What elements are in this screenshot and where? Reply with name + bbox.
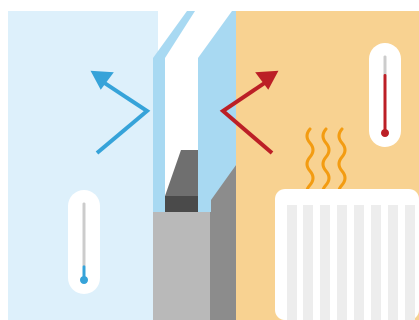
- warm-thermometer-bulb: [381, 129, 389, 137]
- heat-wave-middle: [321, 127, 331, 195]
- inner-glass-pane-edge: [198, 11, 236, 200]
- warm-arrow-icon: [219, 70, 279, 155]
- heat-waves-icon: [305, 127, 347, 195]
- radiator-fin: [354, 205, 364, 320]
- cold-arrow-shaft: [95, 76, 151, 155]
- cold-arrow-head: [90, 70, 114, 90]
- outer-glass-pane-edge: [153, 11, 195, 58]
- radiator-fin: [371, 205, 381, 320]
- outer-glass-pane: [153, 58, 165, 212]
- cold-arrow-icon: [90, 70, 151, 155]
- inner-glass-pane: [198, 58, 211, 212]
- cold-thermometer-bulb: [80, 276, 88, 284]
- radiator-fin: [303, 205, 313, 320]
- window-frame-left: [153, 212, 210, 320]
- warm-arrow-shaft: [219, 76, 274, 155]
- radiator-fin: [337, 205, 347, 320]
- radiator-fins: [287, 205, 415, 320]
- radiator-fin: [320, 205, 330, 320]
- radiator-fin: [388, 205, 398, 320]
- warm-arrow-head: [255, 70, 279, 90]
- heat-wave-right: [337, 127, 347, 195]
- radiator-fin: [287, 205, 297, 320]
- warm-thermometer-icon: [369, 43, 401, 147]
- window-frame-slot: [164, 196, 198, 212]
- heat-wave-left: [305, 127, 315, 195]
- radiator-fin: [405, 205, 415, 320]
- window-frame-diagonal: [165, 150, 200, 196]
- radiator: [275, 189, 419, 320]
- cold-thermometer-icon: [68, 190, 100, 294]
